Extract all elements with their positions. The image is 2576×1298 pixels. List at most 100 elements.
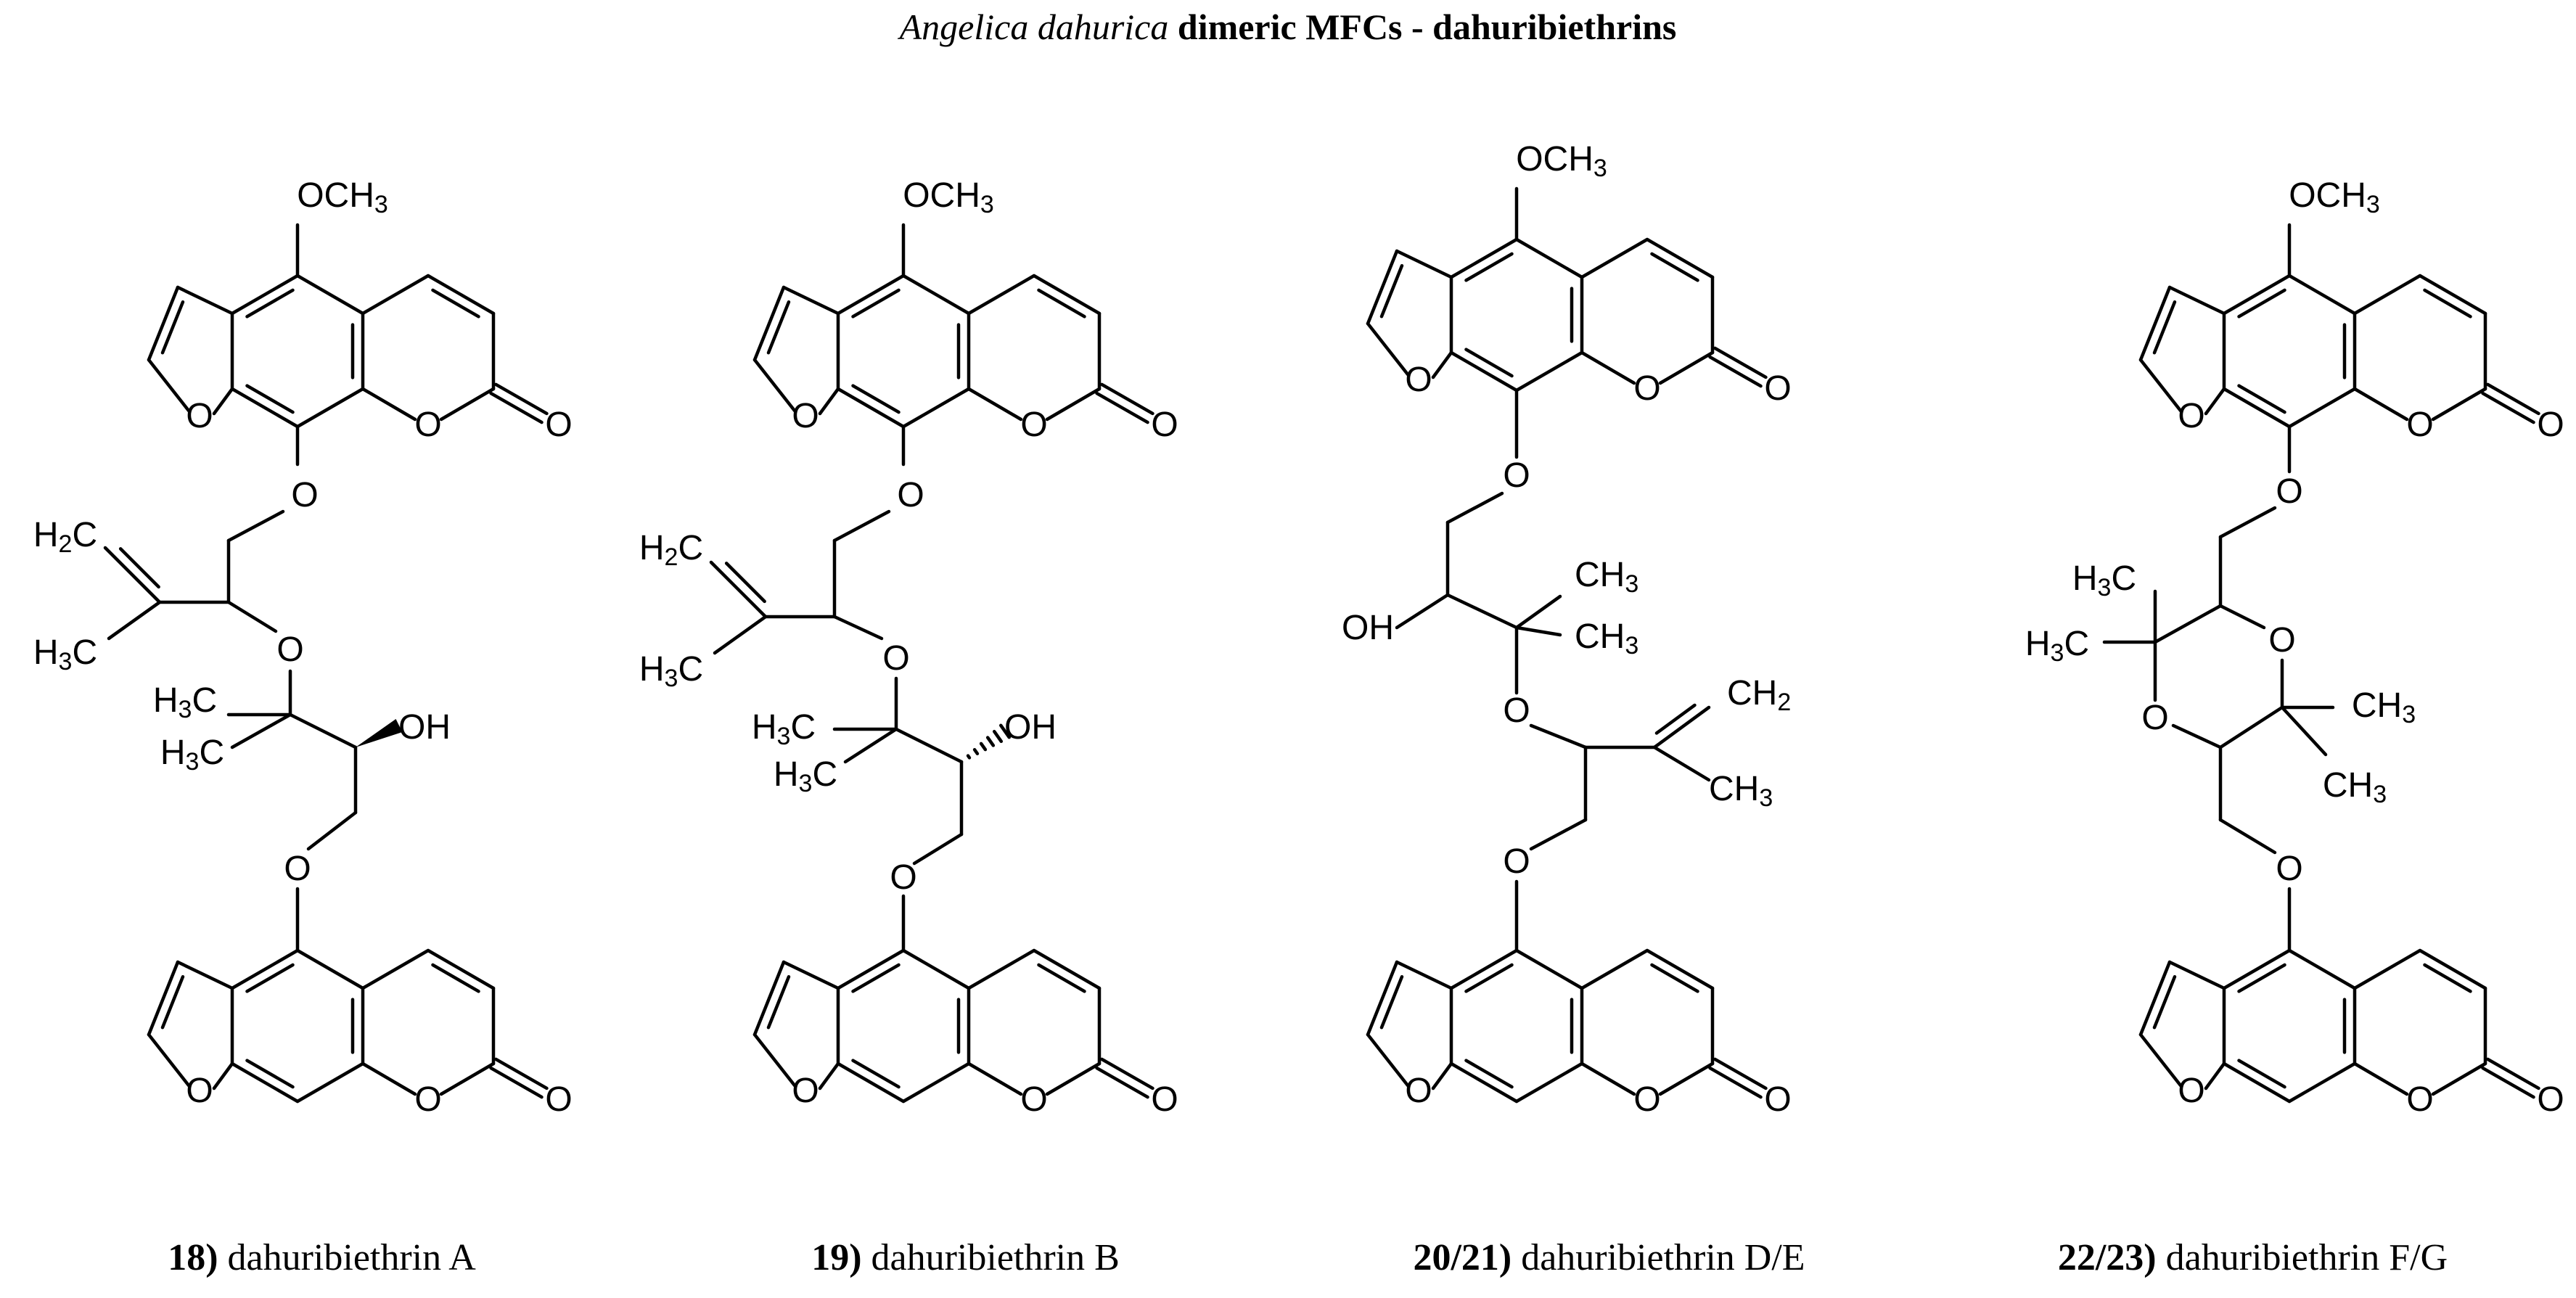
double-bond xyxy=(426,274,496,316)
ether-oxygen: O xyxy=(284,850,311,888)
methylene-label: H2C xyxy=(33,516,97,558)
alkene-bond xyxy=(1652,705,1711,749)
furan-oxygen: O xyxy=(792,1072,819,1110)
single-bond xyxy=(2218,705,2284,749)
double-bond xyxy=(1449,237,1519,279)
single-bond xyxy=(1514,237,1584,279)
carbonyl-double-bond xyxy=(2486,1057,2540,1090)
single-bond xyxy=(2431,1061,2487,1096)
carbonyl-oxygen: O xyxy=(2537,406,2564,444)
single-bond xyxy=(894,727,964,764)
single-bond xyxy=(1445,491,1504,525)
carbonyl-double-bond xyxy=(1713,1057,1768,1090)
carbonyl-oxygen: O xyxy=(1764,1080,1791,1119)
single-bond xyxy=(361,387,417,422)
caption-compound-20-21: 20/21) dahuribiethrin D/E xyxy=(1287,1236,1931,1279)
single-bond xyxy=(1514,350,1584,393)
carbonyl-double-bond xyxy=(2481,1066,2535,1099)
single-bond xyxy=(782,960,840,990)
figure-title: Angelica dahurica dimeric MFCs - dahurib… xyxy=(0,6,2576,48)
methyl-label: CH3 xyxy=(2352,686,2416,728)
single-bond xyxy=(176,960,234,990)
wedge-bond xyxy=(356,719,403,747)
single-bond xyxy=(2138,358,2183,413)
single-bond xyxy=(212,1061,234,1090)
ether-oxygen: O xyxy=(291,476,318,514)
hashed-bond xyxy=(972,748,980,755)
double-bond xyxy=(1037,963,1086,993)
single-bond xyxy=(1652,745,1711,782)
title-description: dimeric MFCs - dahuribiethrins xyxy=(1177,7,1677,47)
ring-oxygen: O xyxy=(414,406,441,444)
double-bond xyxy=(426,948,496,990)
ether-oxygen: O xyxy=(1503,842,1530,881)
carbonyl-double-bond xyxy=(2486,382,2540,416)
carbonyl-double-bond xyxy=(1100,1057,1154,1090)
single-bond xyxy=(967,387,1023,422)
double-bond xyxy=(160,300,185,355)
double-bond xyxy=(1464,348,1514,378)
hashed-bond xyxy=(966,754,972,760)
single-bond xyxy=(439,1061,496,1096)
single-bond xyxy=(818,387,840,416)
single-bond xyxy=(147,358,191,413)
single-bond xyxy=(212,387,234,416)
double-bond xyxy=(245,1059,295,1089)
single-bond xyxy=(2167,960,2226,990)
single-bond xyxy=(439,387,496,422)
methylene-label: CH2 xyxy=(1727,674,1791,716)
methoxy-label: OCH3 xyxy=(1516,140,1607,182)
double-bond xyxy=(2138,960,2172,1037)
double-bond xyxy=(230,948,300,990)
single-bond xyxy=(361,274,430,316)
double-bond xyxy=(836,948,906,990)
double-bond xyxy=(2222,948,2292,990)
double-bond xyxy=(1449,1061,1519,1104)
single-bond xyxy=(1514,1061,1584,1104)
methyl-label: H3C xyxy=(2072,559,2136,601)
title-genus-species: Angelica dahurica xyxy=(899,7,1169,47)
methyl-label: H3C xyxy=(639,650,703,692)
single-bond xyxy=(2287,1061,2357,1104)
single-bond xyxy=(752,358,797,413)
double-bond xyxy=(1366,249,1399,326)
caption-compound-19: 19) dahuribiethrin B xyxy=(644,1236,1287,1279)
ether-oxygen: O xyxy=(890,858,916,897)
single-bond xyxy=(713,615,768,655)
furan-oxygen: O xyxy=(1405,1072,1432,1110)
furan-oxygen: O xyxy=(2178,397,2204,435)
double-bond xyxy=(1464,963,1514,993)
single-bond xyxy=(967,948,1036,990)
methoxy-label: OCH3 xyxy=(297,176,388,218)
compound-number: 20/21) xyxy=(1413,1237,1512,1278)
double-bond xyxy=(431,288,480,319)
single-bond xyxy=(2287,948,2357,990)
alkene-bond xyxy=(1654,703,1697,735)
double-bond xyxy=(1379,974,1404,1030)
single-bond xyxy=(2287,387,2357,429)
alkene-bond xyxy=(103,546,162,604)
compound-name: dahuribiethrin F/G xyxy=(2165,1237,2448,1278)
double-bond xyxy=(2222,387,2292,429)
double-bond xyxy=(836,274,906,316)
single-bond xyxy=(2287,274,2357,316)
ether-oxygen: O xyxy=(2276,472,2302,511)
double-bond xyxy=(752,285,786,362)
double-bond xyxy=(836,387,906,429)
single-bond xyxy=(1045,1061,1102,1096)
double-bond xyxy=(1464,252,1514,282)
carbonyl-oxygen: O xyxy=(545,1080,572,1119)
double-bond xyxy=(1032,948,1102,990)
single-bond xyxy=(295,387,365,429)
single-bond xyxy=(832,615,884,641)
double-bond xyxy=(230,1061,300,1104)
double-bond xyxy=(2222,1061,2292,1104)
single-bond xyxy=(967,274,1036,316)
single-bond xyxy=(1431,1061,1453,1090)
double-bond xyxy=(230,387,300,429)
single-bond xyxy=(2138,1032,2183,1088)
single-bond xyxy=(2218,506,2277,539)
dioxane-oxygen: O xyxy=(2141,699,2168,737)
carbonyl-double-bond xyxy=(489,391,543,424)
